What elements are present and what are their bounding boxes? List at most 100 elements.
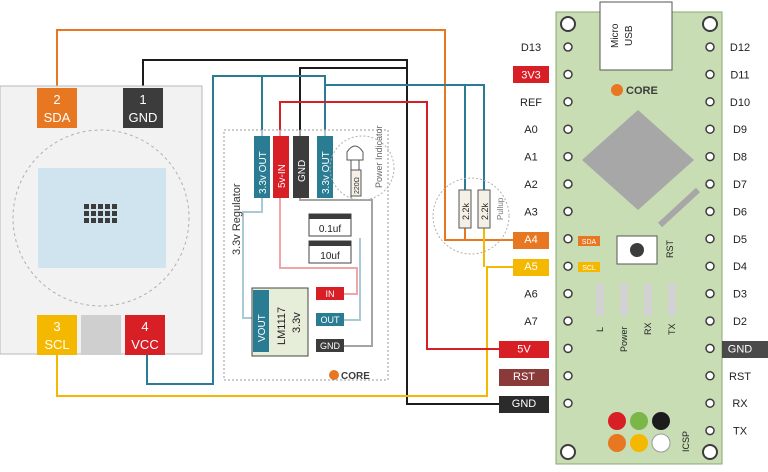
usb-label-2: USB xyxy=(624,25,635,46)
right-pin-hole xyxy=(705,343,715,354)
sensor-pin-scl-num: 3 xyxy=(53,319,60,334)
right-pin-hole xyxy=(705,179,715,189)
right-pin-hole xyxy=(705,398,715,408)
sensor-pin-sda-label: SDA xyxy=(44,110,71,125)
pullup-resistor-1-label: 2.2k xyxy=(461,202,471,220)
board-logo: CORE xyxy=(626,85,658,97)
left-pin-hole xyxy=(563,343,573,354)
usb-label-1: Micro xyxy=(610,23,621,48)
tag-gnd-right xyxy=(722,341,768,358)
pullup-label: Pullup xyxy=(496,197,505,220)
cap-0-1uf-band xyxy=(309,214,351,219)
reset-button-cap[interactable] xyxy=(630,243,644,257)
cap-10uf-band xyxy=(309,241,351,246)
left-pin-label: A3 xyxy=(524,206,537,218)
ic-vout-label: VOUT xyxy=(257,314,268,342)
ic-voltage: 3.3v xyxy=(291,312,303,333)
reset-button-label: RST xyxy=(665,239,675,258)
board-scl-tag xyxy=(578,262,600,272)
right-pin-hole xyxy=(705,425,715,436)
sda-wire xyxy=(56,29,520,241)
resistor-220-body xyxy=(350,169,362,197)
left-pin-hole xyxy=(563,179,573,189)
icsp-pin-1 xyxy=(608,412,626,430)
right-pin-label: D3 xyxy=(733,289,747,301)
right-pin-label: D5 xyxy=(733,234,747,246)
external-pin-tags xyxy=(499,66,768,413)
header-pin-3v3-out-2-label: 3.3v OUT xyxy=(321,151,332,194)
header-pin-3v3-out-2 xyxy=(317,136,333,198)
led-power xyxy=(620,284,628,316)
pullup-supply-wire xyxy=(262,75,326,140)
left-pin-hole xyxy=(563,261,573,271)
right-pin-label: D6 xyxy=(733,206,747,218)
left-pin-hole xyxy=(563,316,573,326)
left-pin-label: A5 xyxy=(524,261,537,273)
left-pin-hole xyxy=(563,69,573,80)
ic-gnd-label: GND xyxy=(320,341,341,351)
left-pin-hole xyxy=(563,124,573,134)
left-pin-hole xyxy=(563,97,573,107)
sensor-pin-gnd xyxy=(123,88,163,128)
right-pin-label: D8 xyxy=(733,152,747,164)
sensor-pin-vcc-label: VCC xyxy=(131,337,158,352)
sensor-chip-icon xyxy=(84,204,117,223)
tag-a4 xyxy=(513,232,549,249)
sensor-pin-gnd-label: GND xyxy=(129,110,158,125)
sensor-pin-vcc xyxy=(125,315,165,355)
sensor-pin-gnd-num: 1 xyxy=(139,92,146,107)
tag-rst xyxy=(499,369,549,386)
right-pin-hole xyxy=(705,316,715,326)
chip-lead xyxy=(657,187,701,228)
sensor-pin-scl-label: SCL xyxy=(44,337,69,352)
ic-vout-pin xyxy=(253,290,269,352)
regulator-title: 3.3v Regulator xyxy=(231,183,243,255)
right-pin-label: D9 xyxy=(733,124,747,136)
right-pin-label: D12 xyxy=(730,42,750,54)
tag-gnd-left xyxy=(499,396,549,413)
mount-hole-tr xyxy=(702,16,718,32)
right-pin-hole xyxy=(705,97,715,107)
header-pin-3v3-out-1 xyxy=(254,136,270,198)
ic-out-tag xyxy=(316,313,344,326)
sensor-module: 2 SDA 1 GND 3 SCL 4 VCC xyxy=(0,85,203,355)
pullup-resistor-2-label: 2.2k xyxy=(480,202,490,220)
left-pin-label: A4 xyxy=(524,234,537,246)
cap-10uf-label: 10uf xyxy=(320,251,340,262)
led-rx xyxy=(644,284,652,316)
left-pin-label: RST xyxy=(513,371,535,383)
led-power-label: Power xyxy=(619,326,629,352)
ic-gnd-tag xyxy=(316,339,344,352)
tag-a5 xyxy=(513,259,549,276)
right-pin-label: D10 xyxy=(730,97,750,109)
right-pin-header xyxy=(705,42,715,436)
right-pin-label: TX xyxy=(733,426,748,438)
sensor-pin-scl xyxy=(37,315,77,355)
gnd-wire xyxy=(142,59,520,405)
right-pin-label: RST xyxy=(729,371,751,383)
mcu-chip xyxy=(582,110,694,210)
left-pin-label: REF xyxy=(520,97,542,109)
right-pin-label: D7 xyxy=(733,179,747,191)
right-pin-hole xyxy=(705,234,715,244)
left-pin-label: D13 xyxy=(521,42,541,54)
power-indicator-led-icon xyxy=(346,145,364,161)
left-pin-hole xyxy=(563,151,573,162)
gnd-branch-wire xyxy=(299,67,407,140)
right-pin-hole xyxy=(705,124,715,134)
led-l-label: L xyxy=(595,327,605,332)
regulator-module: 3.3v Regulator 3.3v OUT 5v-IN GND 3.3v O… xyxy=(223,125,395,382)
left-pin-hole xyxy=(563,288,573,299)
sensor-pin-sda xyxy=(37,88,77,128)
left-pin-hole xyxy=(563,234,573,244)
left-pin-label: A1 xyxy=(524,152,537,164)
tag-5v xyxy=(499,341,549,358)
left-pin-hole xyxy=(563,42,573,52)
resistor-220-label: 220Ω xyxy=(354,177,361,194)
header-pin-gnd xyxy=(293,136,309,198)
icsp-pin-3 xyxy=(652,412,670,430)
left-pin-label: A0 xyxy=(524,124,537,136)
ic-in-label: IN xyxy=(326,289,335,299)
right-pin-hole xyxy=(705,42,715,52)
